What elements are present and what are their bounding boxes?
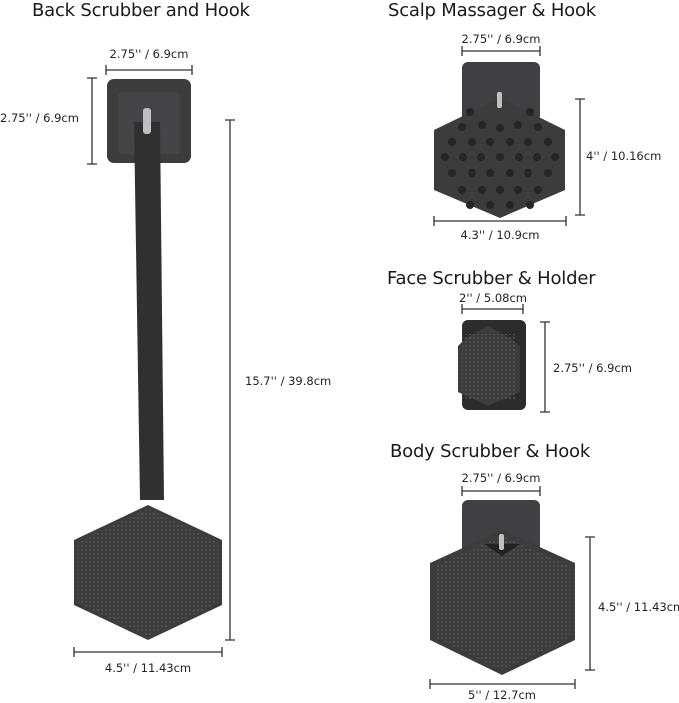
dimension-label: 2.75'' / 6.9cm [109, 47, 189, 61]
dimension-label: 2.75'' / 6.9cm [461, 32, 541, 46]
dimension-label: 5'' / 12.7cm [468, 688, 536, 702]
dimension-label: 4.5'' / 11.43cm [598, 600, 679, 614]
hook-icon [143, 108, 151, 134]
dimension-label: 2.75'' / 6.9cm [0, 111, 79, 125]
dimension-lines [73, 46, 595, 689]
body-scrubber-title: Body Scrubber & Hook [390, 441, 591, 462]
back-scrubber [74, 79, 222, 640]
scalp-massager [434, 62, 565, 218]
dimension-label: 2'' / 5.08cm [459, 291, 527, 305]
dimension-label: 4'' / 10.16cm [586, 149, 662, 163]
body-scrubber [430, 500, 575, 675]
dimension-label: 15.7'' / 39.8cm [245, 374, 332, 388]
face-scrubber-title: Face Scrubber & Holder [387, 268, 596, 289]
scalp-massager-title: Scalp Massager & Hook [388, 0, 597, 21]
dimension-label: 4.3'' / 10.9cm [460, 228, 540, 242]
dimension-label: 2.75'' / 6.9cm [553, 361, 632, 375]
face-scrubber [458, 320, 526, 410]
back-scrubber-title: Back Scrubber and Hook [32, 0, 250, 21]
dimension-label: 2.75'' / 6.9cm [461, 471, 541, 485]
dimension-label: 4.5'' / 11.43cm [104, 661, 192, 675]
